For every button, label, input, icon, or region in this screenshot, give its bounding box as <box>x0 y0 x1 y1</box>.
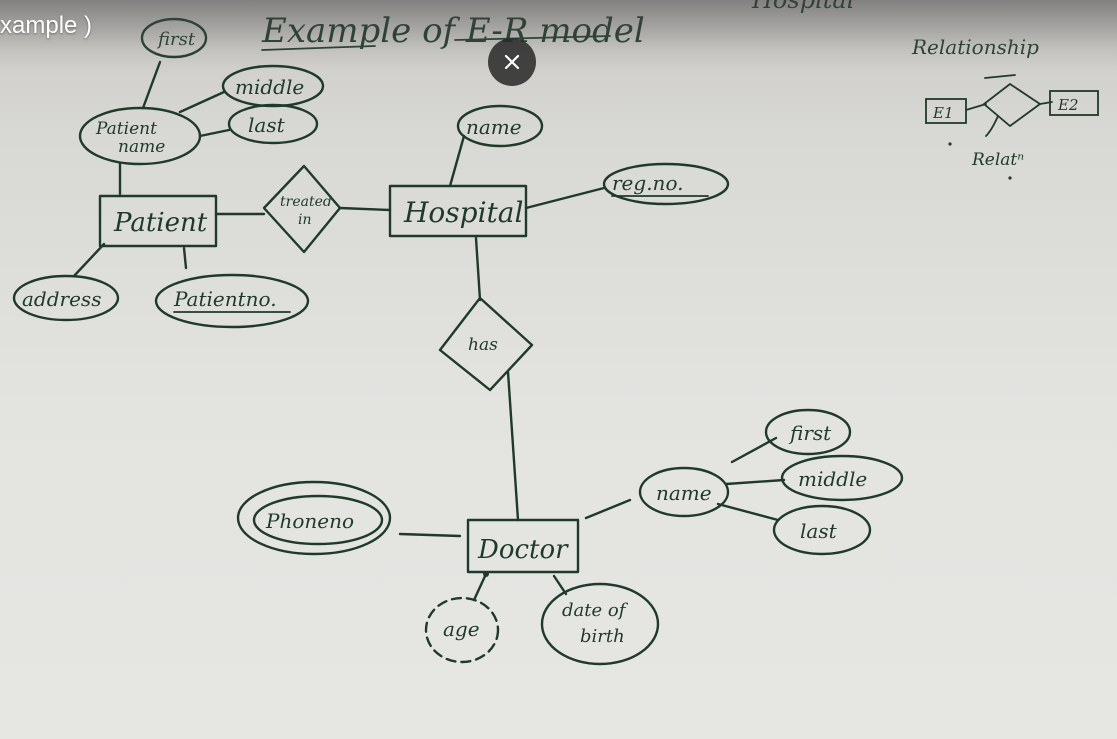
attr-doctor-dob-label-1: date of <box>562 600 629 621</box>
legend-title: Relationship <box>911 35 1039 59</box>
link-doctor-to-age <box>472 572 488 602</box>
legend-dot-1 <box>948 142 952 146</box>
link-doctor-to-dob <box>552 574 568 596</box>
attr-hospital-reg-label: reg.no. <box>612 171 683 195</box>
diagram-title: Example of E-R model <box>261 11 645 51</box>
link-doctor-to-phone <box>398 532 462 538</box>
attr-patient-last-ellipse <box>227 103 319 145</box>
legend-arrow <box>985 115 999 137</box>
link-last-to-patient-name <box>198 128 231 138</box>
legend-title-underline <box>984 74 1016 79</box>
link-has-to-doctor <box>506 370 520 522</box>
rel-treated-in-label-2: in <box>298 212 312 228</box>
link-hospital-to-name <box>448 134 466 188</box>
attr-patient-name-label-2: name <box>118 137 165 157</box>
attr-patient-first-label: first <box>156 29 196 50</box>
link-hospital-to-reg <box>524 186 606 210</box>
link-doctor-name-to-last <box>716 502 780 522</box>
attr-doctor-middle-label: middle <box>798 467 867 491</box>
legend-link-1 <box>965 103 987 111</box>
legend-entity-1-box <box>925 98 967 124</box>
legend-entity-1-label: E1 <box>932 104 954 122</box>
legend-dot-2 <box>1008 176 1012 180</box>
attr-doctor-dob-label-2: birth <box>580 626 625 647</box>
link-doctor-to-name <box>584 498 632 520</box>
legend-entity-2-label: E2 <box>1057 96 1079 114</box>
attr-doctor-dob-ellipse <box>540 582 660 666</box>
link-doctor-name-to-middle <box>724 478 786 486</box>
close-icon <box>504 54 520 70</box>
attr-doctor-phone-label: Phoneno <box>265 509 354 533</box>
attr-doctor-phone-outer-ellipse <box>236 480 392 556</box>
attr-doctor-age-ellipse <box>424 596 500 664</box>
entity-patient-box <box>98 194 218 248</box>
attr-doctor-age-label: age <box>443 617 480 641</box>
link-first-to-patient-name <box>141 60 162 110</box>
attr-patient-address-label: address <box>22 287 101 311</box>
entity-doctor-box <box>466 518 580 574</box>
link-hospital-to-has <box>474 236 482 302</box>
link-middle-to-patient-name <box>178 90 226 114</box>
attr-doctor-phone-inner-ellipse <box>252 494 384 546</box>
rel-has-diamond <box>438 296 534 392</box>
entity-doctor-label: Doctor <box>477 535 569 565</box>
attr-doctor-first-label: first <box>788 421 832 445</box>
attr-doctor-first-ellipse <box>764 408 852 456</box>
attr-doctor-last-ellipse <box>772 504 872 556</box>
link-treated-in-to-hospital <box>338 206 392 212</box>
legend-relation-label: Relatⁿ <box>971 150 1024 170</box>
attr-patient-middle-label: middle <box>235 75 304 99</box>
link-doctor-name-to-first <box>730 436 778 464</box>
rel-has-label: has <box>468 335 498 355</box>
attr-patient-no-ellipse <box>154 273 310 329</box>
entity-patient-label: Patient <box>113 208 208 238</box>
rel-treated-in-label-1: treated <box>280 194 332 210</box>
attr-doctor-last-label: last <box>800 519 838 543</box>
legend-relation-diamond <box>982 82 1042 128</box>
attr-doctor-name-ellipse <box>638 466 730 518</box>
top-fragment-text: Hospital <box>751 0 854 14</box>
age-junction-dot <box>483 571 489 577</box>
entity-hospital-label: Hospital <box>403 196 523 229</box>
attr-patient-last-label: last <box>248 113 286 137</box>
link-patient-to-patientno <box>182 246 188 270</box>
attr-doctor-name-label: name <box>656 481 712 505</box>
close-button[interactable] <box>488 38 536 86</box>
entity-hospital-box <box>388 184 528 238</box>
attr-hospital-name-label: name <box>466 115 522 139</box>
attr-doctor-middle-ellipse <box>780 454 904 502</box>
attr-patient-address-ellipse <box>12 274 120 322</box>
link-patient-to-address <box>72 242 106 278</box>
legend-entity-2-box <box>1049 90 1099 116</box>
rel-treated-in-diamond <box>262 164 342 254</box>
attr-patient-name-label-1: Patient <box>95 119 157 139</box>
attr-hospital-reg-ellipse <box>602 162 730 206</box>
attr-hospital-name-ellipse <box>456 104 544 148</box>
video-title-fragment: xample ) <box>0 12 93 39</box>
attr-patient-no-label: Patientno. <box>173 287 277 311</box>
